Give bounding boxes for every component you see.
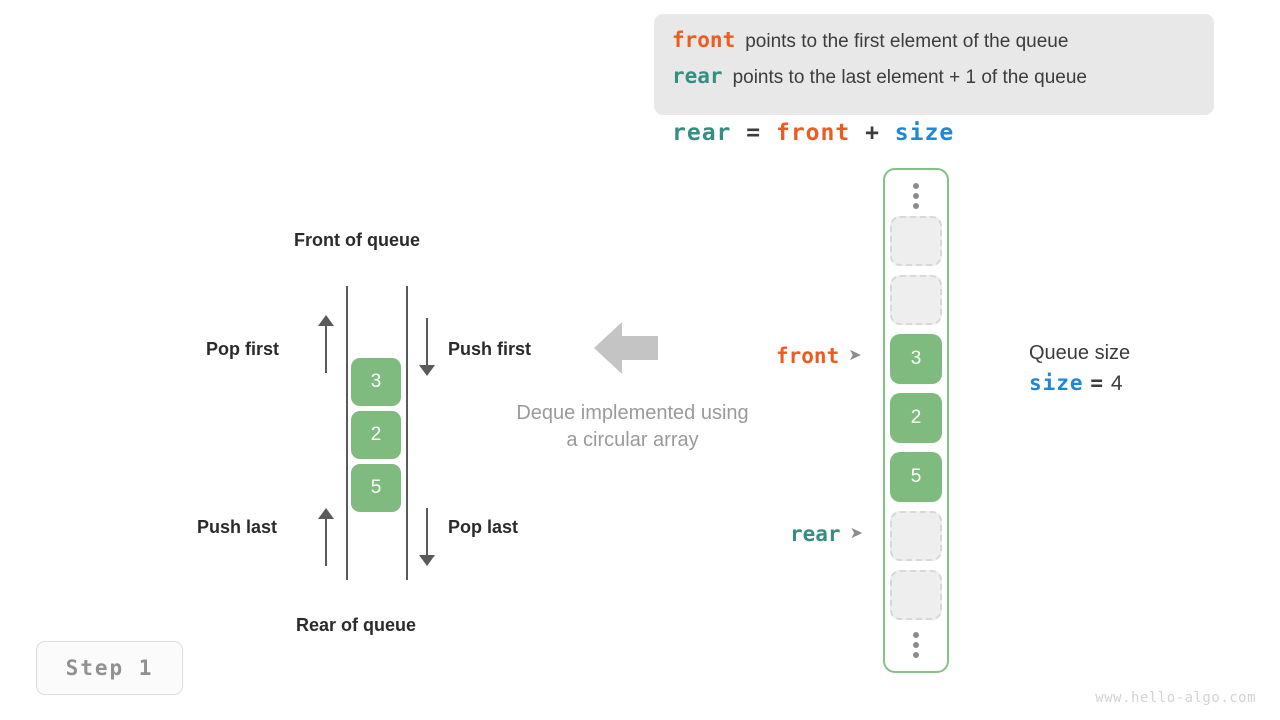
deque-caption-line2: a circular array — [566, 429, 699, 451]
rear-pointer: rear ➤ — [790, 522, 863, 546]
push-last-arrow-icon — [317, 508, 335, 566]
array-slot — [890, 570, 942, 620]
formula-rear: rear — [672, 120, 732, 146]
front-pointer-label: front — [776, 344, 840, 368]
array-slot — [890, 216, 942, 266]
deque-caption-line1: Deque implemented using — [516, 402, 749, 424]
legend-keyword-rear: rear — [672, 64, 723, 88]
deque-rail-right — [406, 286, 408, 580]
formula-rear-equals-front-plus-size: rear = front + size — [672, 120, 954, 146]
circular-array-container: 3 2 5 — [883, 168, 949, 673]
push-last-label: Push last — [197, 517, 278, 537]
queue-size-block: Queue size size = 4 — [1029, 342, 1130, 396]
front-pointer: front ➤ — [776, 344, 862, 368]
left-arrow-icon — [594, 322, 658, 374]
legend-keyword-front: front — [672, 28, 736, 52]
rear-pointer-label: rear — [790, 522, 841, 546]
push-first-arrow-icon — [418, 318, 436, 376]
formula-plus: + — [865, 120, 880, 146]
pop-first-arrow-icon — [317, 315, 335, 373]
formula-equals: = — [746, 120, 762, 146]
deque-cell: 5 — [351, 464, 401, 512]
array-slot: 2 — [890, 393, 942, 443]
watermark: www.hello-algo.com — [1095, 690, 1256, 706]
deque-rail-left — [346, 286, 348, 580]
formula-size: size — [894, 120, 955, 146]
pop-first-label: Pop first — [206, 339, 280, 359]
vertical-ellipsis-icon-bottom — [913, 632, 919, 658]
legend-box: front points to the first element of the… — [654, 14, 1214, 115]
pop-last-arrow-icon — [418, 508, 436, 566]
queue-size-value: size = 4 — [1029, 371, 1130, 396]
legend-line-front: front points to the first element of the… — [672, 28, 1196, 64]
step-badge: Step 1 — [36, 641, 183, 695]
formula-front: front — [775, 120, 851, 146]
front-of-queue-label: Front of queue — [294, 230, 420, 250]
vertical-ellipsis-icon-top — [913, 183, 919, 209]
queue-size-equals: = — [1090, 371, 1105, 395]
legend-text-front: points to the first element of the queue — [745, 31, 1069, 52]
deque-caption: Deque implemented using a circular array — [480, 400, 785, 454]
legend-text-rear: points to the last element + 1 of the qu… — [732, 67, 1087, 88]
queue-size-var: size — [1029, 371, 1084, 395]
push-first-label: Push first — [448, 339, 532, 359]
queue-size-title: Queue size — [1029, 342, 1131, 364]
array-slot: 5 — [890, 452, 942, 502]
pop-last-label: Pop last — [448, 517, 519, 537]
deque-cell: 3 — [351, 358, 401, 406]
array-slot: 3 — [890, 334, 942, 384]
rear-of-queue-label: Rear of queue — [296, 615, 417, 635]
queue-size-number: 4 — [1110, 372, 1124, 395]
array-slot — [890, 511, 942, 561]
legend-line-rear: rear points to the last element + 1 of t… — [672, 64, 1196, 100]
arrowhead-icon: ➤ — [848, 347, 862, 364]
deque-cell: 2 — [351, 411, 401, 459]
array-slot — [890, 275, 942, 325]
arrowhead-icon: ➤ — [849, 525, 863, 542]
